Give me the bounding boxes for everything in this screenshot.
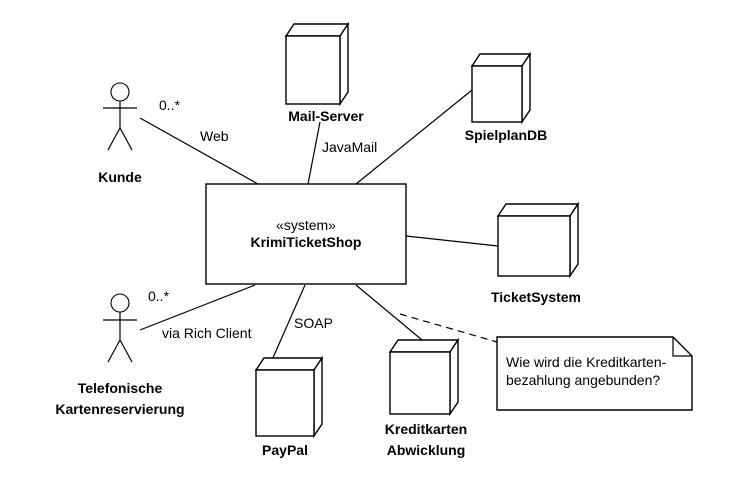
actor-telefon-label-line2: Kartenreservierung (55, 401, 184, 417)
note-text-line1: Wie wird die Kreditkarten- (506, 354, 667, 370)
node-ticket-label: TicketSystem (491, 289, 581, 305)
note-shape (496, 336, 693, 411)
node-mail-label: Mail-Server (288, 108, 364, 124)
kunde-edge-label: Web (200, 128, 229, 144)
stick-figure-icon (103, 82, 137, 151)
edge-ticket-system (405, 235, 499, 247)
node-kredit-label-line1: Kreditkarten (385, 421, 467, 437)
edge-paypal-system (271, 284, 306, 361)
node-mail-server: Mail-Server JavaMail (284, 21, 377, 155)
system-stereotype: «system» (276, 217, 336, 233)
edge-mail-system (307, 121, 321, 185)
node-ticket-system: TicketSystem (491, 201, 581, 305)
system-component: «system» KrimiTicketShop (205, 183, 407, 285)
edge-telefon-system (139, 284, 256, 331)
system-name: KrimiTicketShop (251, 234, 362, 250)
actor-kunde: Kunde 0..* Web (98, 82, 229, 185)
note-text-line2: bezahlung angebunden? (506, 372, 660, 388)
stick-figure-icon (103, 293, 137, 363)
node-paypal-label: PayPal (262, 442, 308, 458)
kunde-multiplicity: 0..* (159, 97, 181, 113)
note: Wie wird die Kreditkarten- bezahlung ang… (496, 336, 693, 411)
edge-spielplan-system (355, 89, 473, 185)
node-spielplan-db: SpielplanDB (465, 51, 547, 143)
telefon-multiplicity: 0..* (148, 288, 170, 304)
note-fold (672, 337, 692, 357)
system-box (205, 183, 407, 285)
mail-edge-label: JavaMail (322, 139, 377, 155)
node-spielplan-label: SpielplanDB (465, 127, 547, 143)
node-kredit-label-line2: Abwicklung (387, 442, 466, 458)
node-paypal: PayPal SOAP (254, 315, 333, 458)
edge-kunde-system (139, 117, 259, 185)
actor-telefon-label-line1: Telefonische (78, 380, 163, 396)
actor-kunde-label: Kunde (98, 169, 142, 185)
note-anchor-dashed (399, 313, 498, 343)
node-kreditkarten: Kreditkarten Abwicklung (385, 337, 467, 458)
paypal-edge-label: SOAP (294, 315, 333, 331)
edge-kredit-system (355, 284, 423, 341)
actor-telefon: Telefonische Kartenreservierung 0..* via… (55, 288, 251, 417)
telefon-edge-label: via Rich Client (162, 325, 252, 341)
